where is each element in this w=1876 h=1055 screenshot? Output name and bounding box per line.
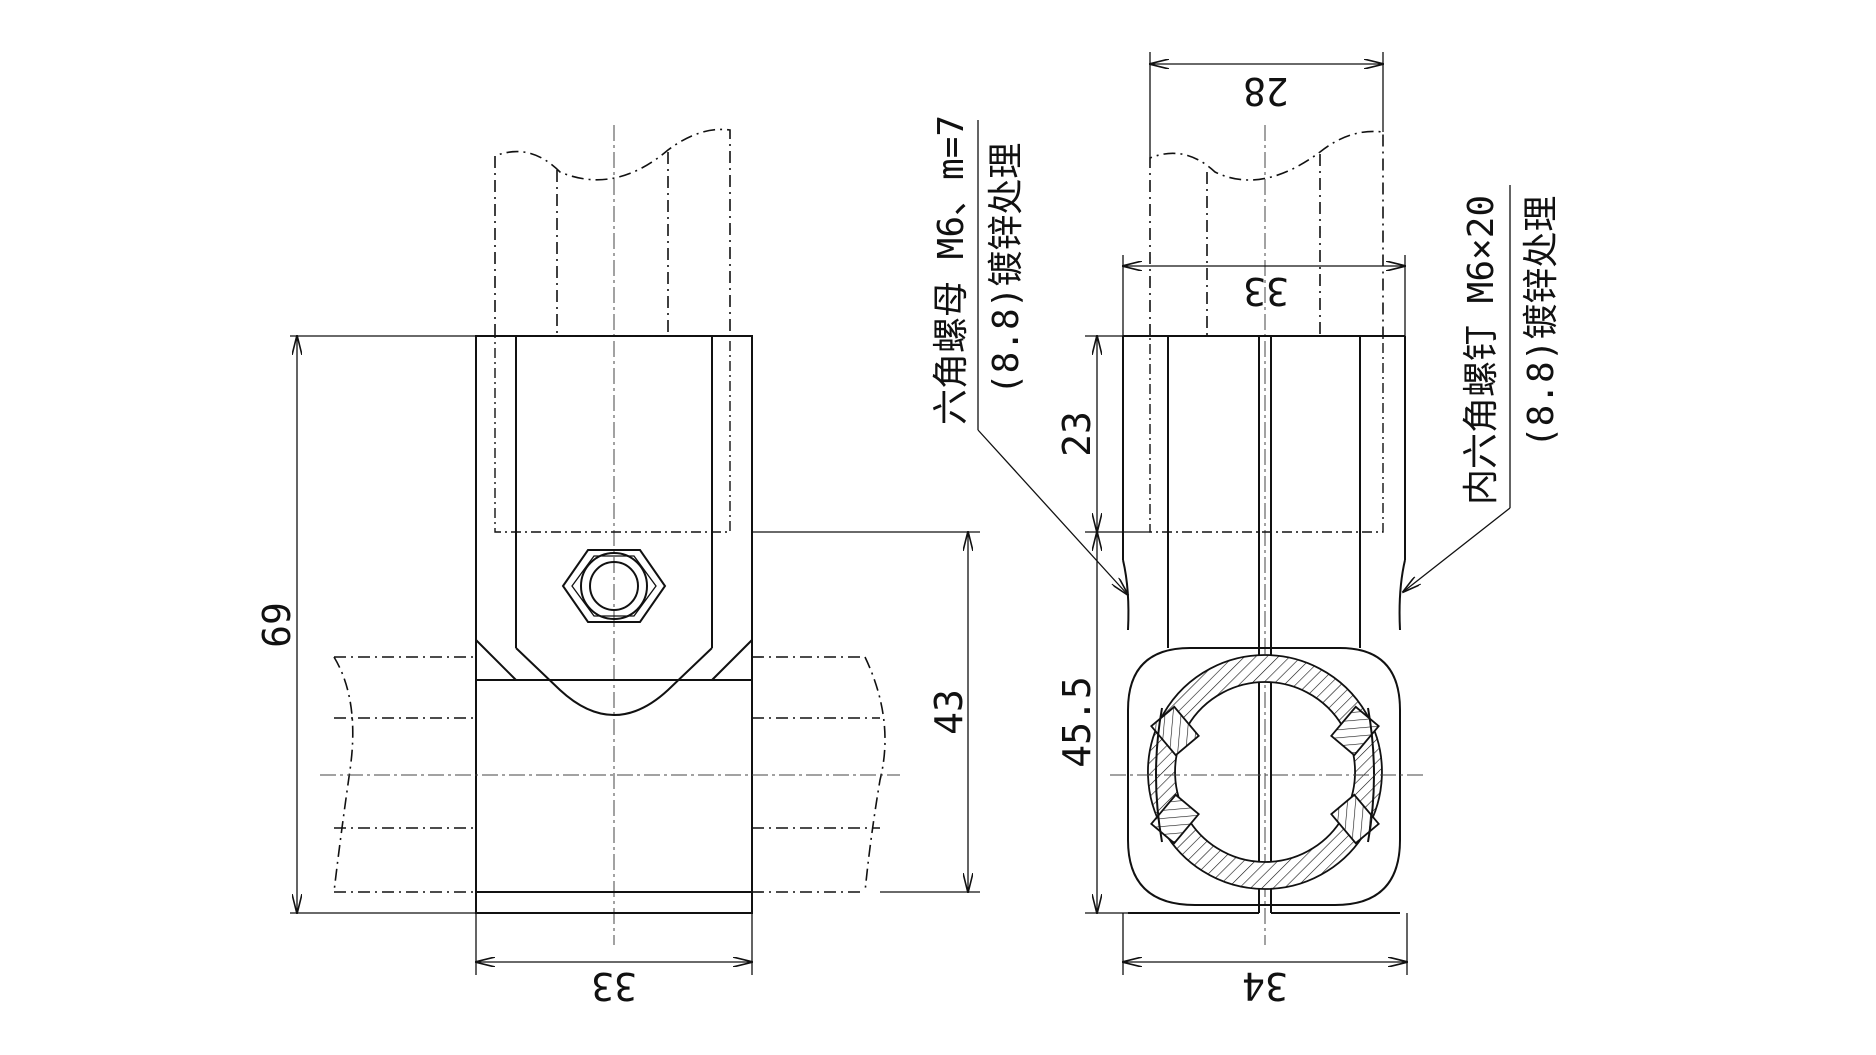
- dim-28: 28: [1150, 52, 1383, 158]
- dim-43: 43: [752, 532, 980, 892]
- dim-label-69: 69: [255, 602, 299, 648]
- dim-23: 23: [1055, 336, 1150, 532]
- horizontal-pipe-phantom: [333, 656, 886, 893]
- dim-label-43: 43: [927, 689, 971, 735]
- side-upper-pipe-phantom: [1149, 130, 1384, 336]
- dim-45-5: 45.5: [1055, 532, 1128, 913]
- side-upper-socket: [1122, 335, 1406, 648]
- note-nut-line1: 六角螺母 M6、m=7: [931, 115, 972, 425]
- dim-label-28: 28: [1243, 69, 1289, 113]
- lower-clamp: [475, 679, 753, 914]
- hex-nut: [561, 549, 667, 623]
- dim-label-23: 23: [1055, 411, 1099, 457]
- pipe-cross-section: [1147, 654, 1383, 890]
- note-hex-nut: 六角螺母 M6、m=7 (8.8)镀锌处理: [931, 115, 1128, 595]
- dim-69: 69: [255, 336, 476, 913]
- dim-33-side: 33: [1123, 255, 1405, 336]
- note-nut-leader: [977, 429, 1128, 595]
- note-bolt-line1: 内六角螺钉 M6×20: [1461, 195, 1502, 505]
- front-view: 69 43 33: [255, 125, 980, 1008]
- dim-34: 34: [1123, 913, 1407, 1008]
- note-nut-line2: (8.8)镀锌处理: [986, 143, 1027, 395]
- side-view: 28 33 23 45.5 34: [1055, 52, 1425, 1008]
- dim-label-33-side: 33: [1243, 269, 1289, 313]
- note-bolt-leader: [1403, 507, 1511, 592]
- dim-label-45-5: 45.5: [1055, 676, 1099, 768]
- upper-pipe-phantom: [494, 128, 731, 336]
- note-bolt-line2: (8.8)镀锌处理: [1521, 196, 1562, 448]
- note-socket-screw: 内六角螺钉 M6×20 (8.8)镀锌处理: [1403, 185, 1562, 592]
- dim-33-front: 33: [476, 913, 752, 1008]
- dim-label-34: 34: [1242, 964, 1288, 1008]
- dim-label-33-front: 33: [591, 964, 637, 1008]
